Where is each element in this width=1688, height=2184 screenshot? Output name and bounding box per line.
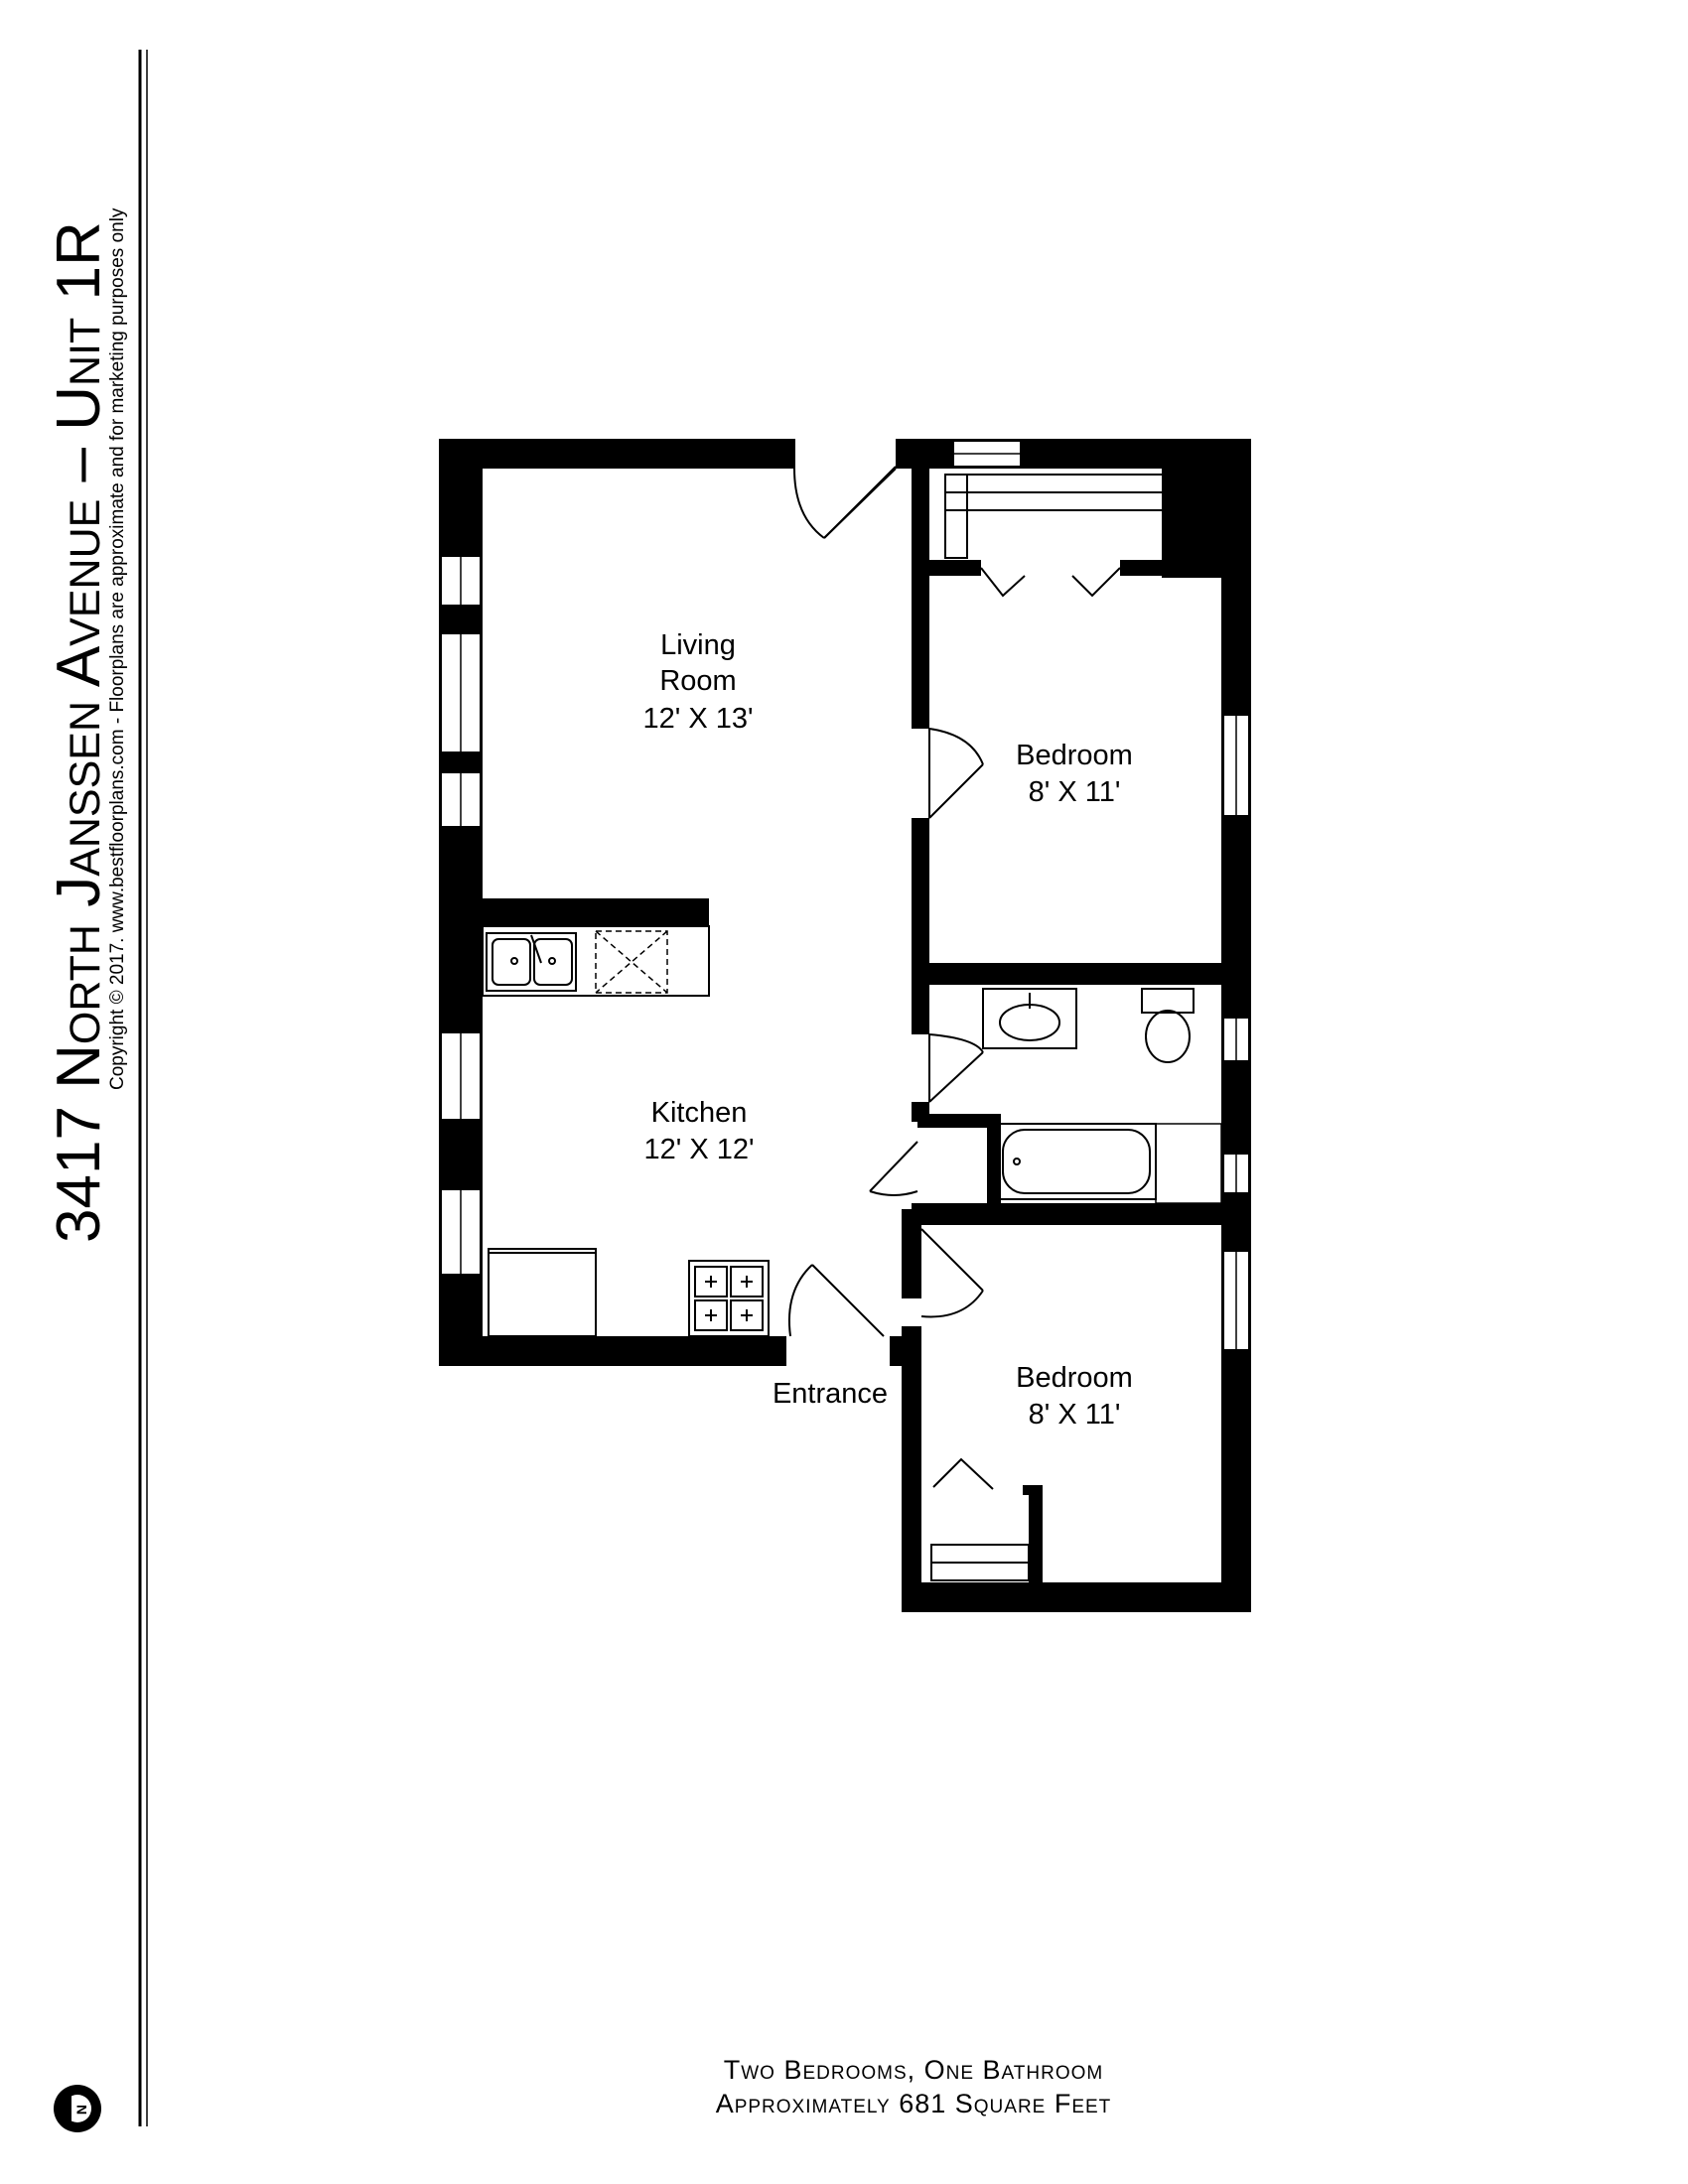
bedroom-2-name: Bedroom bbox=[1016, 1362, 1133, 1394]
toilet-icon bbox=[1141, 988, 1195, 1063]
bedroom-1-name: Bedroom bbox=[1016, 740, 1133, 771]
entrance-label: Entrance bbox=[773, 1378, 888, 1410]
address-title: 3417 North Janssen Avenue – Unit 1R bbox=[45, 221, 113, 1243]
living-room-name-2: Room bbox=[659, 665, 736, 697]
bedroom-2-size: 8' X 11' bbox=[1029, 1399, 1121, 1431]
bathroom-sink-icon bbox=[982, 988, 1077, 1049]
kitchen-size: 12' X 12' bbox=[643, 1134, 754, 1165]
living-room-size: 12' X 13' bbox=[642, 703, 753, 735]
window-lines bbox=[460, 453, 1237, 1350]
bedroom-1-size: 8' X 11' bbox=[1029, 776, 1121, 808]
refrigerator-icon bbox=[488, 1248, 597, 1337]
door-swings bbox=[787, 439, 1121, 1490]
stove-icon bbox=[688, 1260, 770, 1337]
copyright-notice: Copyright © 2017. www.bestfloorplans.com… bbox=[107, 207, 128, 1090]
kitchen-sink-icon bbox=[486, 932, 577, 992]
kitchen-counter bbox=[482, 925, 710, 997]
closet-shelf bbox=[930, 474, 1167, 1581]
tub-surround bbox=[1155, 1123, 1222, 1204]
walls bbox=[439, 439, 1251, 1612]
footer-bed-bath: Two Bedrooms, One Bathroom bbox=[723, 2055, 1104, 2085]
footer-square-feet: Approximately 681 Square Feet bbox=[715, 2089, 1112, 2118]
living-room-name-1: Living bbox=[660, 629, 736, 661]
bathtub-icon bbox=[994, 1123, 1157, 1200]
kitchen-name: Kitchen bbox=[651, 1097, 748, 1129]
compass-label: N bbox=[73, 2105, 89, 2115]
north-arrow-icon: N bbox=[54, 2085, 101, 2132]
dishwasher-icon bbox=[595, 930, 668, 994]
